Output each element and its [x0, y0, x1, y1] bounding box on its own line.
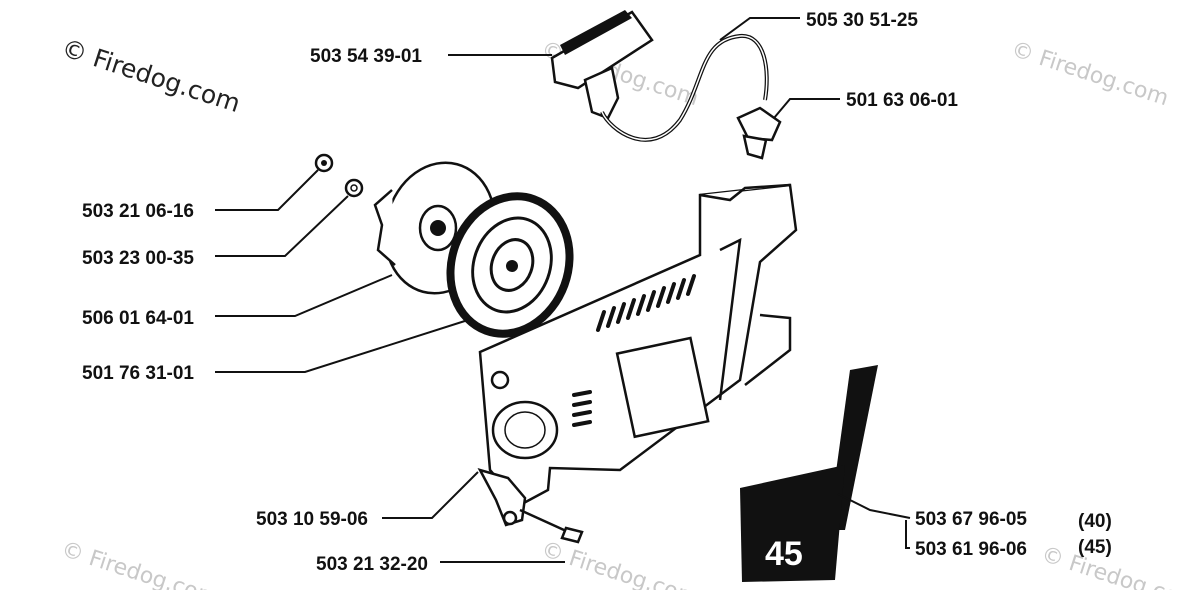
label-rope: 505 30 51-25 — [806, 10, 918, 31]
label-pulley: 506 01 64-01 — [82, 308, 194, 329]
starter-handle-part — [550, 10, 654, 120]
label-screw: 503 21 06-16 — [82, 201, 194, 222]
label-model-40: (40) — [1078, 511, 1112, 532]
watermark-bottom-center: © Firedog.com — [538, 537, 701, 590]
label-spring: 501 76 31-01 — [82, 363, 194, 384]
label-layer: 503 54 39-01 505 30 51-25 501 63 06-01 5… — [82, 10, 1112, 575]
label-model-45: (45) — [1078, 537, 1112, 558]
label-decal-40: 503 67 96-05 — [915, 509, 1027, 530]
rope-clip-part — [736, 106, 782, 160]
label-washer: 503 23 00-35 — [82, 248, 194, 269]
decal-part: 45 — [740, 365, 878, 582]
leader-lines — [215, 17, 911, 563]
watermark-top-right: © Firedog.com — [1008, 37, 1171, 111]
bolt-part — [519, 508, 584, 544]
label-decal-45: 503 61 96-06 — [915, 539, 1027, 560]
washer-part — [344, 178, 364, 198]
label-bolt: 503 21 32-20 — [316, 554, 428, 575]
watermark-main: © Firedog.com — [58, 33, 244, 118]
bracket-part — [477, 467, 527, 527]
decal-number: 45 — [765, 535, 803, 573]
label-rope-clip: 501 63 06-01 — [846, 90, 958, 111]
starter-housing-part — [478, 183, 798, 507]
recoil-spring-part — [446, 192, 574, 338]
watermark-bottom-left: © Firedog.com — [58, 537, 221, 590]
screw-part — [314, 153, 334, 173]
label-bracket: 503 10 59-06 — [256, 509, 368, 530]
label-handle: 503 54 39-01 — [310, 46, 422, 67]
